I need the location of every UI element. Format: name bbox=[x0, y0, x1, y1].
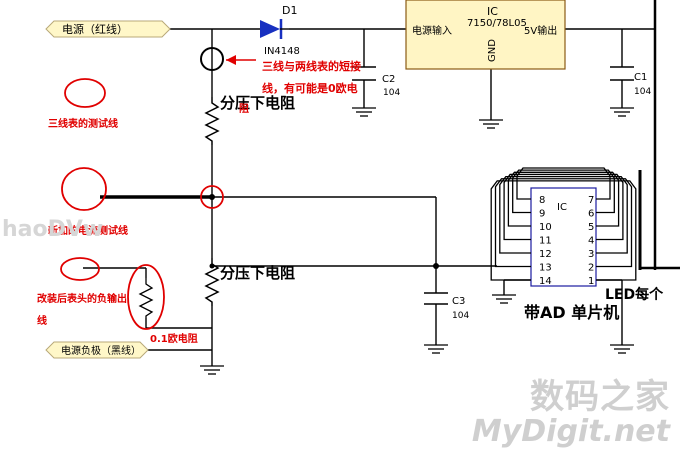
diode-d1: D1 IN4148 bbox=[260, 4, 300, 57]
note-modified-line-2: 线 bbox=[37, 314, 47, 327]
ic-part: 7150/78L05 bbox=[467, 18, 527, 29]
watermark: 数码之家 MyDigit.net bbox=[470, 378, 670, 448]
led-bus-line bbox=[507, 171, 620, 227]
watermark-left: haoDVw bbox=[2, 217, 104, 242]
mcu-pin-right: 1 bbox=[588, 276, 594, 287]
mcu-pin-left: 13 bbox=[539, 263, 552, 274]
diode-ref: D1 bbox=[282, 4, 297, 17]
mcu-pins-left: 8 9 10 11 12 13 14 bbox=[539, 195, 552, 287]
led-bus-line bbox=[499, 175, 628, 254]
led-bus-line bbox=[494, 178, 633, 268]
power-negative-label: 电源负极（黑线） bbox=[61, 344, 141, 357]
mcu-pins-right: 7 6 5 4 3 2 1 bbox=[588, 195, 594, 287]
ic-gnd-pin: GND bbox=[487, 39, 498, 62]
c1-ref: C1 bbox=[634, 72, 647, 83]
ic-output-pin: 5V输出 bbox=[524, 24, 557, 37]
resistor-01-label: 0.1欧电阻 bbox=[150, 332, 198, 345]
led-bus-line bbox=[516, 167, 611, 200]
resistor-divider-top: 分压下电阻 bbox=[204, 94, 295, 145]
mcu-pin-right: 4 bbox=[588, 236, 594, 247]
power-positive-label: 电源（红线） bbox=[62, 22, 128, 36]
note-three-wire: 三线表的测试线 bbox=[48, 117, 118, 130]
note-short-line-2: 线，有可能是0欧电 bbox=[262, 81, 358, 95]
mcu-pin-left: 14 bbox=[539, 276, 552, 287]
c2-ref: C2 bbox=[382, 74, 395, 85]
diode-part: IN4148 bbox=[264, 46, 300, 57]
mcu-pin-left: 10 bbox=[539, 222, 552, 233]
capacitor-c3: C3 104 bbox=[424, 292, 469, 321]
mcu-label: 带AD 单片机 bbox=[524, 303, 619, 322]
mcu-chip: IC 8 9 10 11 12 13 14 7 6 5 4 3 2 1 带AD 单片机 bbox=[524, 187, 619, 322]
led-bus bbox=[490, 167, 637, 281]
led-bus-line bbox=[503, 173, 624, 241]
c2-value: 104 bbox=[383, 88, 400, 98]
note-short-line-3: 阻 bbox=[239, 103, 249, 115]
c3-ref: C3 bbox=[452, 296, 465, 307]
thick-wires bbox=[100, 0, 680, 270]
c3-value: 104 bbox=[452, 311, 469, 321]
annotations bbox=[60, 78, 224, 330]
power-negative-tag: 电源负极（黑线） bbox=[45, 341, 149, 359]
mcu-pin-right: 3 bbox=[588, 249, 594, 260]
capacitor-c2: C2 104 bbox=[352, 66, 400, 98]
capacitor-c1: C1 104 bbox=[610, 66, 651, 97]
mcu-pin-left: 8 bbox=[539, 195, 545, 206]
led-bus-line bbox=[490, 180, 637, 281]
resistor-shunt bbox=[138, 278, 154, 318]
mcu-pin-right: 7 bbox=[588, 195, 594, 206]
regulator-ic: IC 7150/78L05 电源输入 5V输出 GND bbox=[405, 0, 566, 70]
short-wire-marker bbox=[200, 47, 256, 71]
mcu-pin-right: 6 bbox=[588, 209, 594, 220]
mcu-pin-left: 11 bbox=[539, 236, 552, 247]
divider-top-label: 分压下电阻 bbox=[220, 94, 295, 112]
mcu-pin-left: 9 bbox=[539, 209, 545, 220]
divider-bottom-label: 分压下电阻 bbox=[220, 264, 295, 282]
led-bus-line bbox=[512, 169, 615, 214]
ic-title: IC bbox=[487, 5, 498, 18]
mcu-pin-right: 2 bbox=[588, 263, 594, 274]
note-modified-line-1: 改装后表头的负输出 bbox=[37, 292, 127, 305]
note-short-line-1: 三线与两线表的短接 bbox=[262, 59, 361, 73]
note-new-wire: 新加的电流测试线 bbox=[48, 224, 128, 237]
led-label: LED每个 bbox=[605, 286, 664, 303]
watermark-cn: 数码之家 bbox=[530, 377, 670, 417]
mcu-pin-right: 5 bbox=[588, 222, 594, 233]
junction-dots bbox=[209, 194, 439, 269]
ic-input-pin: 电源输入 bbox=[412, 24, 452, 37]
ground-symbols bbox=[200, 107, 634, 375]
resistor-divider-bottom: 分压下电阻 bbox=[204, 258, 295, 306]
power-positive-tag: 电源（红线） bbox=[45, 20, 171, 38]
mcu-ic-label: IC bbox=[557, 202, 567, 213]
watermark-en: MyDigit.net bbox=[471, 414, 670, 449]
mcu-pin-left: 12 bbox=[539, 249, 552, 260]
c1-value: 104 bbox=[634, 87, 651, 97]
